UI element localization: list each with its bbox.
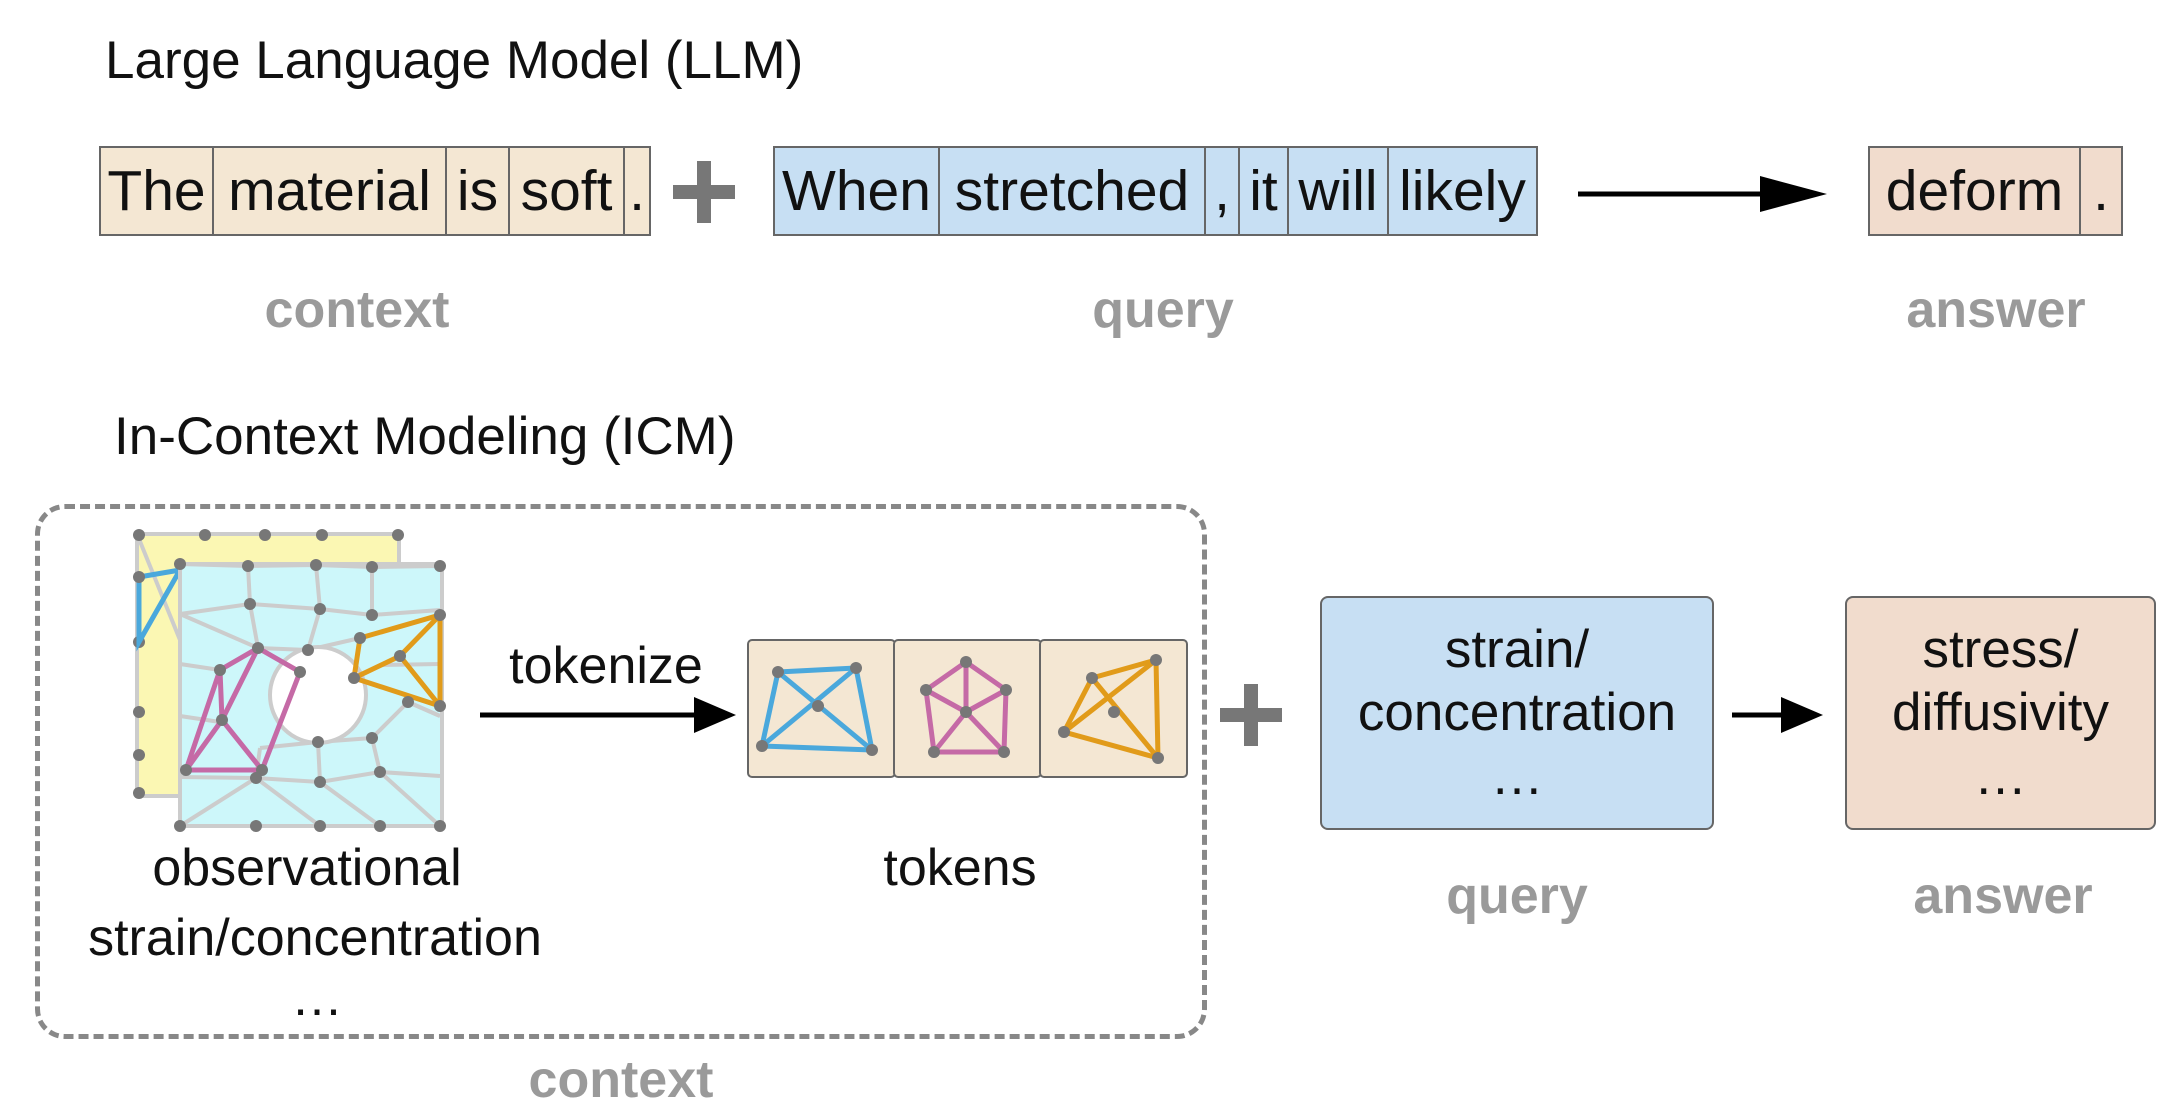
answer-box-line1: stress/ bbox=[1922, 619, 2079, 679]
icm-context-label: context bbox=[528, 1051, 714, 1109]
llm-answer-tokens: deform . bbox=[1868, 146, 2123, 236]
query-token: stretched bbox=[938, 146, 1206, 236]
plus-icon bbox=[1220, 684, 1282, 746]
answer-box-line2: diffusivity bbox=[1892, 683, 2109, 743]
context-token: . bbox=[623, 146, 651, 236]
mesh-front-sheet bbox=[174, 558, 446, 832]
query-token: it bbox=[1238, 146, 1289, 236]
context-token: The bbox=[99, 146, 214, 236]
tokens-label: tokens bbox=[883, 839, 1037, 897]
query-token: When bbox=[773, 146, 940, 236]
llm-context-tokens: The material is soft . bbox=[99, 146, 651, 236]
icm-answer-box: stress/ diffusivity … bbox=[1845, 596, 2156, 830]
plus-icon bbox=[673, 161, 735, 223]
query-answer-arrow bbox=[1732, 697, 1823, 733]
icm-title: In-Context Modeling (ICM) bbox=[114, 407, 736, 466]
answer-token: deform bbox=[1868, 146, 2081, 236]
token-box-orange bbox=[1039, 639, 1188, 778]
query-token: will bbox=[1287, 146, 1389, 236]
answer-token: . bbox=[2079, 146, 2123, 236]
tokenize-arrow bbox=[480, 697, 736, 733]
observation-label-line3: … bbox=[291, 969, 343, 1027]
token-box-blue bbox=[747, 639, 896, 778]
context-token: soft bbox=[508, 146, 625, 236]
llm-query-tokens: When stretched , it will likely bbox=[773, 146, 1538, 236]
answer-box-line3: … bbox=[1974, 746, 2027, 806]
icm-query-label: query bbox=[1446, 867, 1588, 925]
query-box-line2: concentration bbox=[1357, 683, 1677, 743]
tokenize-label: tokenize bbox=[509, 637, 703, 695]
llm-title: Large Language Model (LLM) bbox=[105, 31, 804, 90]
query-token: likely bbox=[1387, 146, 1538, 236]
context-dashed-region bbox=[35, 504, 1207, 1039]
llm-context-label: context bbox=[264, 281, 450, 339]
icm-query-box: strain/ concentration … bbox=[1320, 596, 1714, 830]
context-token: is bbox=[445, 146, 510, 236]
llm-query-label: query bbox=[1092, 281, 1234, 339]
observation-label-line2: strain/concentration bbox=[88, 909, 542, 967]
query-box-line1: strain/ bbox=[1444, 619, 1590, 679]
llm-answer-label: answer bbox=[1906, 281, 2086, 339]
query-box-line3: … bbox=[1490, 746, 1544, 806]
observation-label-line1: observational bbox=[152, 839, 462, 897]
llm-arrow bbox=[1578, 176, 1827, 212]
token-box-pink bbox=[893, 639, 1042, 778]
icm-answer-label: answer bbox=[1913, 867, 2093, 925]
